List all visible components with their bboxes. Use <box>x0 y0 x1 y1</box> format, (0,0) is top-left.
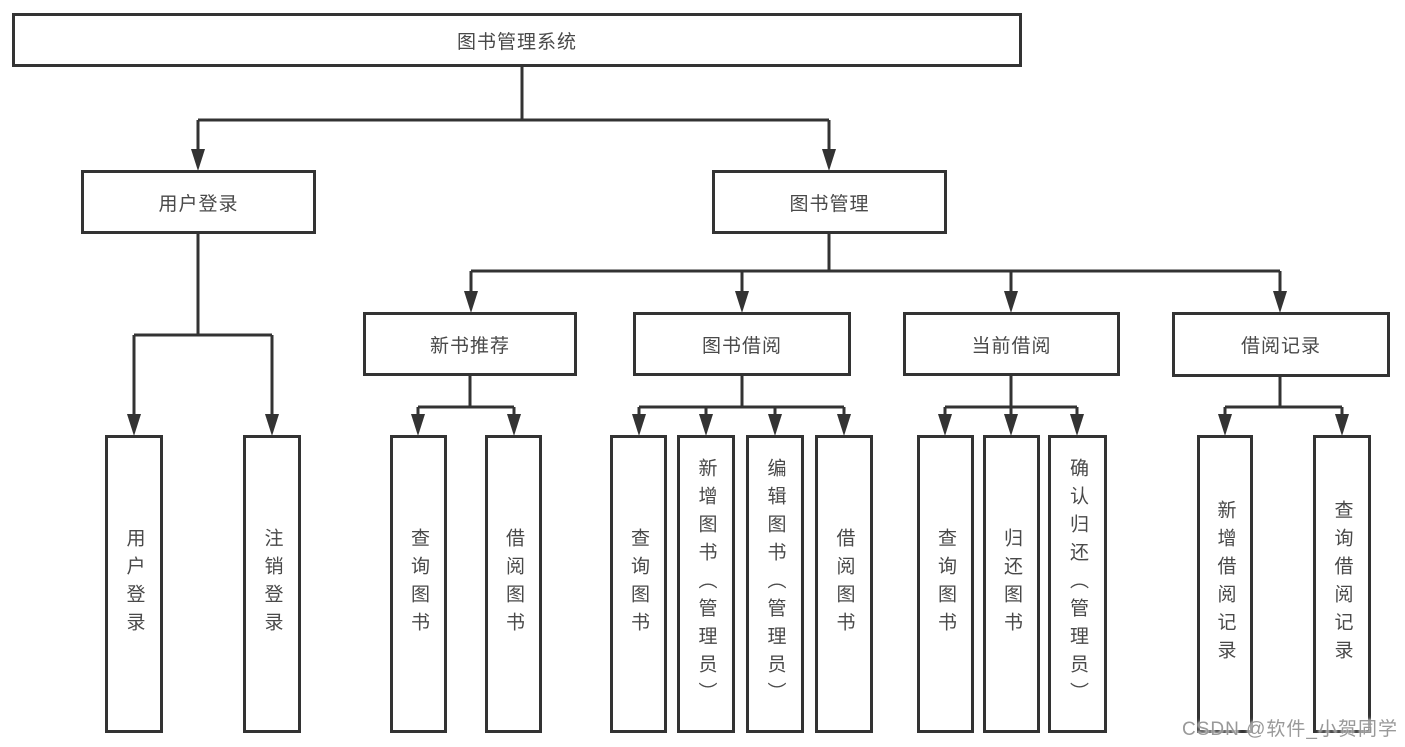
leaf-add-borrow-record: 新增借阅记录 <box>1197 435 1253 733</box>
node-user-login: 用户登录 <box>81 170 316 234</box>
leaf-add-book-admin: 新增图书（管理员） <box>677 435 735 733</box>
node-label: 借阅记录 <box>1240 336 1321 357</box>
node-root-system: 图书管理系统 <box>12 13 1022 67</box>
node-new-book-recommend: 新书推荐 <box>363 312 577 376</box>
leaf-user-login: 用户登录 <box>105 435 163 733</box>
node-label: 用户登录 <box>158 193 239 215</box>
node-label: 新书推荐 <box>429 335 510 357</box>
node-book-borrow: 图书借阅 <box>633 312 851 376</box>
leaf-return-book: 归还图书 <box>983 435 1040 733</box>
node-borrow-record: 借阅记录 <box>1172 312 1390 377</box>
leaf-label: 查询图书 <box>935 528 956 640</box>
leaf-query-borrow-record: 查询借阅记录 <box>1313 435 1371 733</box>
leaf-label: 查询图书 <box>408 528 429 640</box>
node-label: 图书管理系统 <box>456 31 577 53</box>
leaf-edit-book-admin: 编辑图书（管理员） <box>746 435 804 733</box>
leaf-label: 查询图书 <box>628 528 649 640</box>
node-label: 图书管理 <box>789 193 870 215</box>
leaf-confirm-return-admin: 确认归还（管理员） <box>1048 435 1107 733</box>
node-label: 图书借阅 <box>701 335 782 357</box>
leaf-label: 新增借阅记录 <box>1214 500 1236 668</box>
leaf-label: 注销登录 <box>261 528 283 640</box>
leaf-label: 用户登录 <box>123 528 145 640</box>
node-current-borrow: 当前借阅 <box>903 312 1120 376</box>
leaf-label: 查询借阅记录 <box>1331 500 1353 668</box>
watermark-text: CSDN @软件_小贺同学 <box>1182 719 1398 740</box>
leaf-query-book-borrow: 查询图书 <box>610 435 667 733</box>
leaf-query-book-recommend: 查询图书 <box>390 435 447 733</box>
leaf-label: 归还图书 <box>1001 528 1022 640</box>
leaf-label: 新增图书（管理员） <box>695 458 717 710</box>
leaf-label: 确认归还（管理员） <box>1067 458 1088 710</box>
leaf-query-book-current: 查询图书 <box>917 435 974 733</box>
leaf-logout-login: 注销登录 <box>243 435 301 733</box>
node-label: 当前借阅 <box>971 335 1052 357</box>
leaf-borrow-book: 借阅图书 <box>815 435 873 733</box>
leaf-label: 借阅图书 <box>503 528 524 640</box>
leaf-label: 编辑图书（管理员） <box>764 458 786 710</box>
leaf-label: 借阅图书 <box>833 528 855 640</box>
node-book-management: 图书管理 <box>712 170 947 234</box>
leaf-borrow-book-recommend: 借阅图书 <box>485 435 542 733</box>
